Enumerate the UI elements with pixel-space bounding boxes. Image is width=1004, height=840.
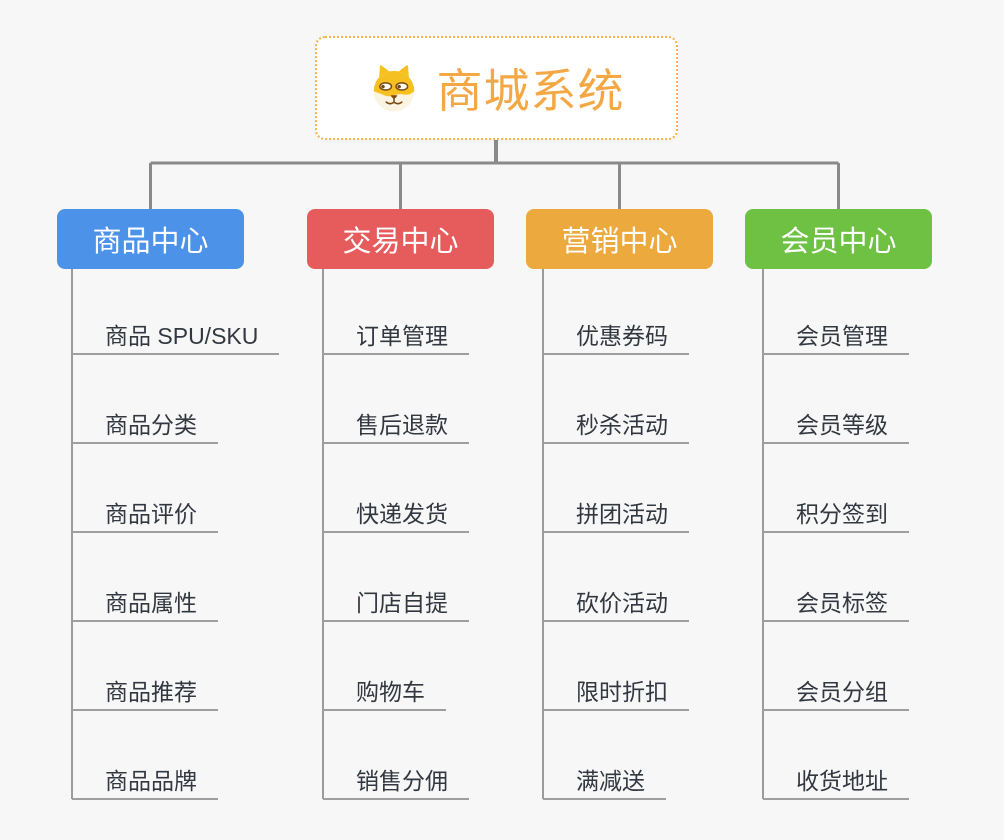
branch-item[interactable]: 会员标签	[763, 588, 909, 622]
root-node[interactable]: 商城系统	[315, 36, 678, 140]
branch-item-label: 购物车	[356, 679, 425, 705]
branch-item-label: 商品 SPU/SKU	[105, 323, 259, 349]
branch-item[interactable]: 商品属性	[72, 588, 218, 622]
branch-item[interactable]: 商品 SPU/SKU	[72, 321, 280, 355]
branch-item[interactable]: 商品推荐	[72, 677, 218, 711]
branch-item-label: 会员分组	[796, 679, 888, 705]
branch-item-label: 订单管理	[356, 323, 448, 349]
branch-item[interactable]: 售后退款	[323, 410, 469, 444]
branch-item-label: 积分签到	[796, 501, 888, 527]
branch-item[interactable]: 销售分佣	[323, 766, 469, 800]
branch-item[interactable]: 商品品牌	[72, 766, 218, 800]
branch-item-label: 会员等级	[796, 412, 888, 438]
branch-label: 营销中心	[561, 226, 678, 258]
branch-item[interactable]: 砍价活动	[543, 588, 689, 622]
branch-item[interactable]: 秒杀活动	[543, 410, 689, 444]
branch-item-label: 秒杀活动	[576, 412, 668, 438]
branch-label: 交易中心	[342, 226, 459, 258]
branch-node[interactable]: 交易中心	[307, 209, 494, 269]
branch-item-label: 商品评价	[105, 501, 197, 527]
branch-label: 会员中心	[780, 226, 897, 258]
root-title: 商城系统	[436, 65, 625, 117]
branch-item-label: 销售分佣	[356, 768, 448, 794]
branch-item-label: 商品分类	[105, 412, 197, 438]
branch-item[interactable]: 商品分类	[72, 410, 218, 444]
branch-item[interactable]: 会员分组	[763, 677, 909, 711]
branch-item[interactable]: 订单管理	[323, 321, 469, 355]
branch-node[interactable]: 会员中心	[745, 209, 932, 269]
branch-item-label: 快递发货	[356, 501, 448, 527]
branch-item[interactable]: 会员管理	[763, 321, 909, 355]
branch-item-label: 门店自提	[356, 590, 448, 616]
branch-item-label: 满减送	[576, 768, 645, 794]
branch-item[interactable]: 会员等级	[763, 410, 909, 444]
branch-item-label: 拼团活动	[576, 501, 668, 527]
branch-item-label: 收货地址	[796, 768, 888, 794]
branch-item[interactable]: 商品评价	[72, 499, 218, 533]
branch-label: 商品中心	[92, 226, 209, 258]
branch-item[interactable]: 满减送	[543, 766, 666, 800]
branch-item-label: 售后退款	[356, 412, 448, 438]
branch-node[interactable]: 营销中心	[526, 209, 713, 269]
branch-item[interactable]: 收货地址	[763, 766, 909, 800]
branch-item[interactable]: 购物车	[323, 677, 446, 711]
branch-item[interactable]: 快递发货	[323, 499, 469, 533]
branch-item[interactable]: 拼团活动	[543, 499, 689, 533]
branch-item-label: 商品品牌	[105, 768, 197, 794]
branch-item-label: 砍价活动	[576, 590, 668, 616]
branch-item-label: 会员标签	[796, 590, 888, 616]
branch-item-label: 优惠券码	[576, 323, 668, 349]
branch-item[interactable]: 优惠券码	[543, 321, 689, 355]
branch-item-label: 商品属性	[105, 590, 197, 616]
branch-item-label: 商品推荐	[105, 679, 197, 705]
branch-item[interactable]: 积分签到	[763, 499, 909, 533]
branch-item-label: 会员管理	[796, 323, 888, 349]
branch-node[interactable]: 商品中心	[57, 209, 244, 269]
branch-item[interactable]: 门店自提	[323, 588, 469, 622]
dog-icon	[373, 65, 414, 112]
branch-item[interactable]: 限时折扣	[543, 677, 689, 711]
branch-item-label: 限时折扣	[576, 679, 668, 705]
